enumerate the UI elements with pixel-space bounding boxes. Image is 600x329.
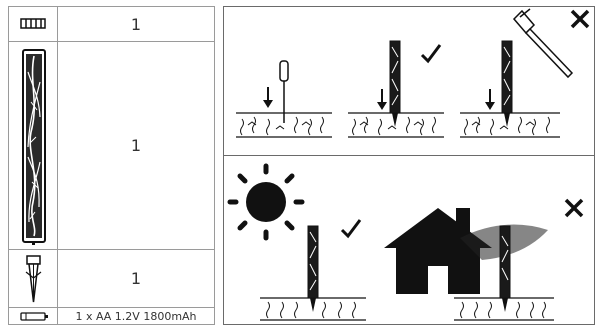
down-arrow-icon: [263, 87, 273, 108]
instruction-panel: [223, 6, 595, 325]
check-icon: [420, 44, 442, 64]
quantity-cell: 1 x AA 1.2V 1800mAh: [58, 308, 214, 324]
quantity-cell: 1: [58, 42, 214, 249]
soil-strip-3: [460, 112, 560, 138]
ground-spike-icon: [25, 255, 42, 303]
placement-illustrations: [227, 163, 584, 321]
item-image-cell: [9, 308, 58, 324]
quantity-value: 1 x AA 1.2V 1800mAh: [75, 309, 197, 323]
installation-illustrations: [236, 8, 590, 138]
light-stake-icon: [501, 40, 513, 127]
quantity-cell: 1: [58, 250, 214, 307]
light-stake-icon: [499, 225, 511, 312]
house-shade-icon: [384, 208, 548, 294]
sun-icon: [227, 163, 305, 241]
table-row: 1 x AA 1.2V 1800mAh: [9, 307, 214, 324]
cross-icon: [564, 198, 584, 218]
panel-divider: [224, 155, 594, 156]
quantity-value: 1: [130, 136, 142, 155]
contents-table: 1 1: [8, 6, 215, 325]
rechargeable-battery-icon: [20, 312, 48, 321]
item-image-cell: [9, 7, 58, 41]
quantity-cell: 1: [58, 7, 214, 41]
item-image-cell: [9, 42, 58, 249]
table-row: 1: [9, 249, 214, 307]
quantity-value: 1: [130, 14, 142, 34]
down-arrow-icon: [485, 89, 495, 110]
cross-icon: [570, 9, 590, 29]
light-stake-icon: [307, 225, 319, 312]
light-stake-icon: [389, 40, 401, 127]
table-row: 1: [9, 7, 214, 41]
decorative-light-stake-icon: [22, 49, 46, 245]
hammer-icon: [512, 8, 574, 79]
table-row: 1: [9, 41, 214, 249]
item-image-cell: [9, 250, 58, 307]
ground-spike-head-icon: [20, 18, 46, 29]
quantity-value: 1: [130, 269, 142, 288]
screwdriver-icon: [279, 60, 289, 123]
check-icon: [340, 219, 362, 239]
down-arrow-icon: [377, 89, 387, 110]
